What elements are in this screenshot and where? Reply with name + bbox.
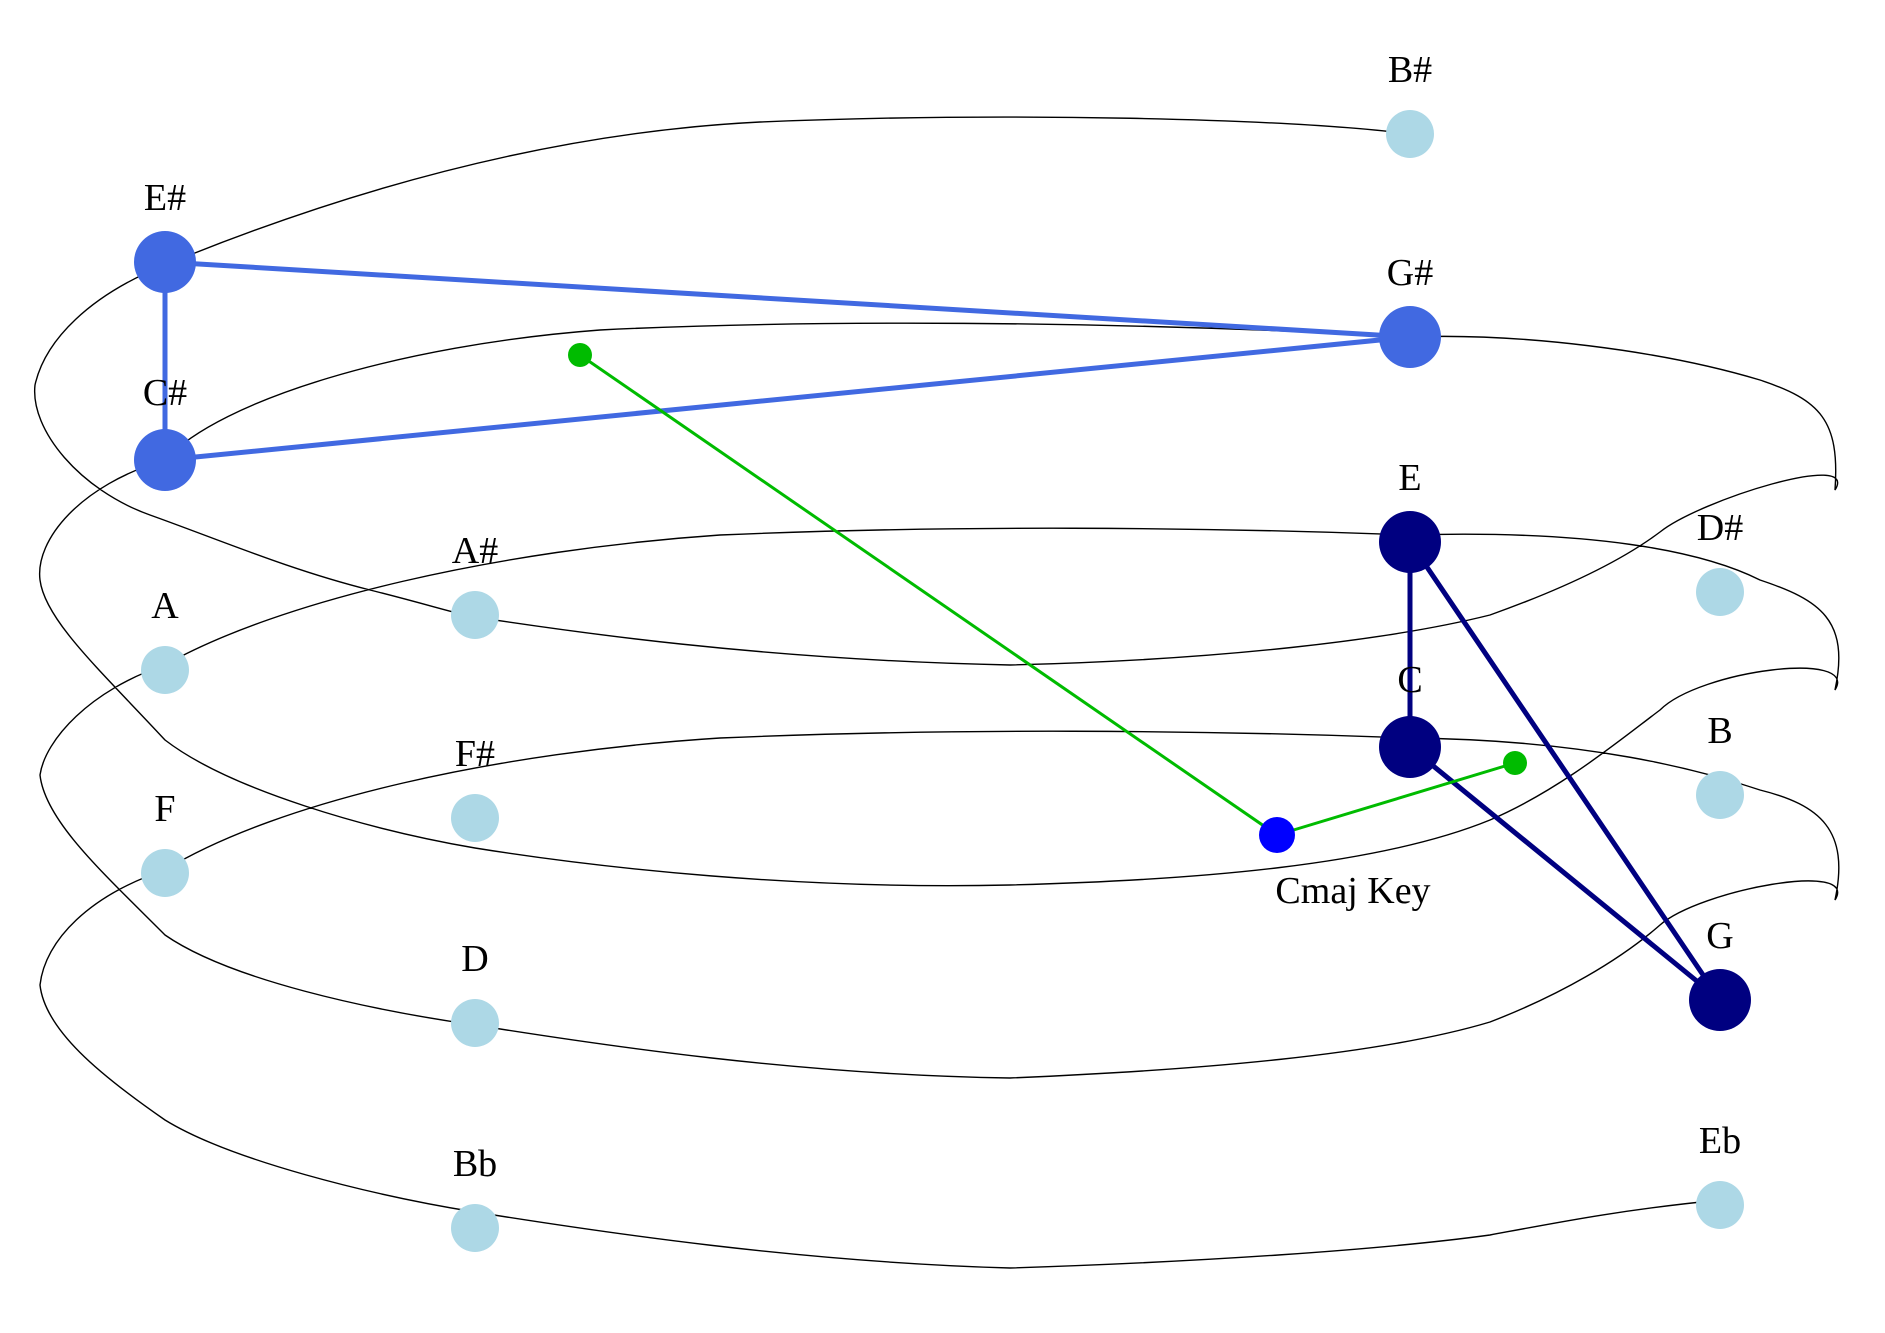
note-node-e <box>1379 511 1441 573</box>
note-label-d-sharp: D# <box>1697 507 1743 549</box>
note-node-d <box>451 999 499 1047</box>
note-node-g <box>1689 969 1751 1031</box>
note-label-g: G <box>1706 915 1733 957</box>
note-label-bb: Bb <box>453 1143 497 1185</box>
note-node-g-sharp <box>1379 306 1441 368</box>
note-node-c <box>1379 716 1441 778</box>
note-node-f <box>141 849 189 897</box>
note-label-f: F <box>154 788 175 830</box>
chord-edge-c-sharp-major <box>162 259 1413 340</box>
note-node-a <box>141 646 189 694</box>
note-label-e: E <box>1398 457 1421 499</box>
key-link-c-major <box>1276 761 1516 837</box>
chord-edge-c-sharp-major <box>162 334 1413 463</box>
note-node-d-sharp <box>1696 568 1744 616</box>
note-node-e-sharp <box>134 231 196 293</box>
note-label-e-sharp: E# <box>144 177 186 219</box>
note-label-eb: Eb <box>1699 1120 1741 1162</box>
note-label-c-sharp: C# <box>143 372 187 414</box>
pitch-spiral <box>34 116 1840 1269</box>
note-label-b-sharp: B# <box>1388 49 1432 91</box>
note-label-d: D <box>461 938 488 980</box>
note-node-b-sharp <box>1386 110 1434 158</box>
key-label: Cmaj Key <box>1275 870 1430 912</box>
note-node-b <box>1696 771 1744 819</box>
note-node-a-sharp <box>451 591 499 639</box>
note-label-b: B <box>1707 710 1732 752</box>
note-label-f-sharp: F# <box>455 733 495 775</box>
note-label-a: A <box>151 585 179 627</box>
note-node-c-sharp <box>134 429 196 491</box>
note-node-eb <box>1696 1181 1744 1229</box>
note-node-bb <box>451 1204 499 1252</box>
note-node-f-sharp <box>451 794 499 842</box>
chord-edge-c-major <box>1407 744 1723 1003</box>
note-label-c: C <box>1397 659 1422 701</box>
note-label-a-sharp: A# <box>452 530 498 572</box>
note-label-g-sharp: G# <box>1387 252 1433 294</box>
key-link-c-sharp-major <box>579 353 1278 837</box>
chord-centroid-c-major <box>1503 751 1527 775</box>
chord-edge-c-major <box>1407 539 1723 1003</box>
chord-centroid-c-sharp-major <box>568 343 592 367</box>
key-node <box>1259 817 1295 853</box>
